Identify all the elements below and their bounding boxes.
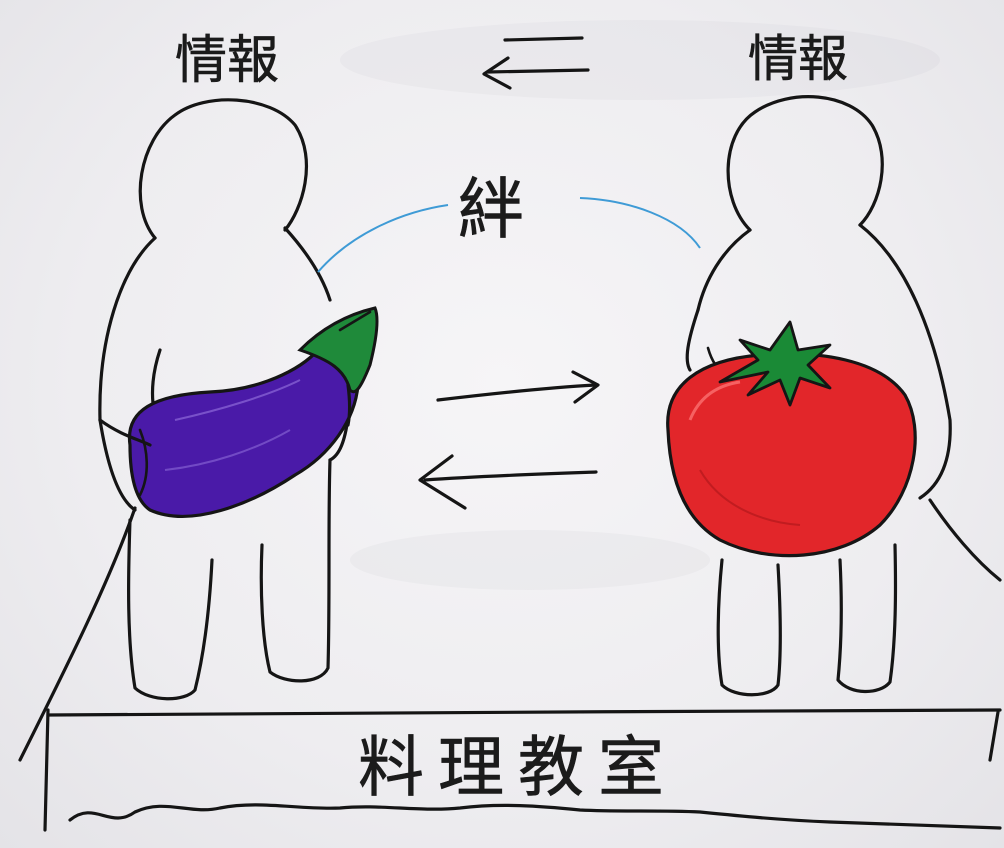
bond-label: 絆 [458,171,524,248]
tomato-icon [666,320,917,558]
info-label-left: 情報 [175,31,279,91]
counter-table [18,498,1002,832]
arrow-right-icon [436,370,600,404]
arrow-left-icon [418,454,598,510]
bond-line [317,197,701,273]
background-bleed [340,20,940,590]
top-arrow-left-icon [482,36,590,90]
counter-label: 料理教室 [358,729,678,806]
info-label-right: 情報 [748,30,848,88]
left-arm-front [98,418,152,447]
left-arm-right [346,383,352,427]
eggplant-icon [127,306,379,518]
